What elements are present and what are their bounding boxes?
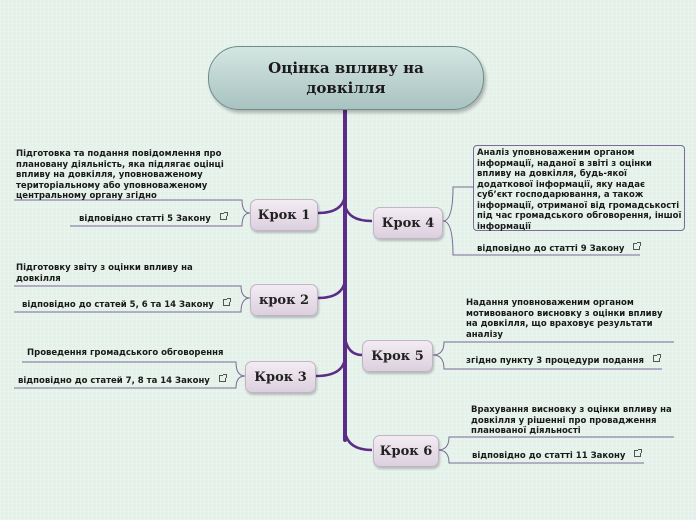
external-link-icon[interactable] <box>652 354 661 362</box>
step6-reference[interactable]: відповідно до статті 11 Закону <box>472 449 643 462</box>
step6-reference-label: відповідно до статті 11 Закону <box>472 451 626 461</box>
external-link-icon[interactable] <box>634 449 643 457</box>
step1-description: Підготовка та подання повідомлення про п… <box>16 149 224 201</box>
step6-description: Врахування висновку з оцінки впливу на д… <box>471 405 672 436</box>
step6-node[interactable]: Крок 6 <box>373 435 439 467</box>
step1-reference[interactable]: відповідно статті 5 Закону <box>79 212 228 225</box>
step5-label: Крок 5 <box>371 348 424 364</box>
step2-reference-label: відповідно до статей 5, 6 та 14 Закону <box>22 300 214 310</box>
step3-description: Проведення громадського обговорення <box>27 348 224 358</box>
step6-label: Крок 6 <box>379 443 433 459</box>
step3-reference-label: відповідно до статей 7, 8 та 14 Закону <box>18 376 210 386</box>
step4-label: Крок 4 <box>381 215 435 231</box>
step4-node[interactable]: Крок 4 <box>373 207 443 239</box>
step4-description: Аналіз уповноваженим органом інформації,… <box>477 148 682 232</box>
step5-node[interactable]: Крок 5 <box>362 340 433 372</box>
external-link-icon[interactable] <box>633 242 642 250</box>
root-title: Оцінка впливу на довкілля <box>268 59 424 97</box>
step4-description-box <box>473 145 685 231</box>
step4-reference-label: відповідно до статті 9 Закону <box>477 244 625 254</box>
step5-reference-label: згідно пункту 3 процедури подання <box>466 356 644 366</box>
step2-reference[interactable]: відповідно до статей 5, 6 та 14 Закону <box>22 298 231 311</box>
external-link-icon[interactable] <box>218 374 227 382</box>
root-topic[interactable]: Оцінка впливу на довкілля <box>208 46 484 110</box>
step2-description: Підготовку звіту з оцінки впливу на довк… <box>16 263 193 284</box>
step3-label: Крок 3 <box>254 369 307 385</box>
step5-reference[interactable]: згідно пункту 3 процедури подання <box>466 354 661 367</box>
step2-node[interactable]: крок 2 <box>250 284 318 316</box>
step3-reference[interactable]: відповідно до статей 7, 8 та 14 Закону <box>18 374 227 387</box>
step1-label: Крок 1 <box>257 207 311 223</box>
external-link-icon[interactable] <box>219 212 228 220</box>
step1-reference-label: відповідно статті 5 Закону <box>79 214 211 224</box>
step1-node[interactable]: Крок 1 <box>250 199 318 231</box>
step4-reference[interactable]: відповідно до статті 9 Закону <box>477 242 642 255</box>
external-link-icon[interactable] <box>222 298 231 306</box>
step5-description: Надання уповноваженим органом мотивовано… <box>466 298 663 340</box>
step3-node[interactable]: Крок 3 <box>245 361 316 393</box>
step2-label: крок 2 <box>258 292 310 308</box>
